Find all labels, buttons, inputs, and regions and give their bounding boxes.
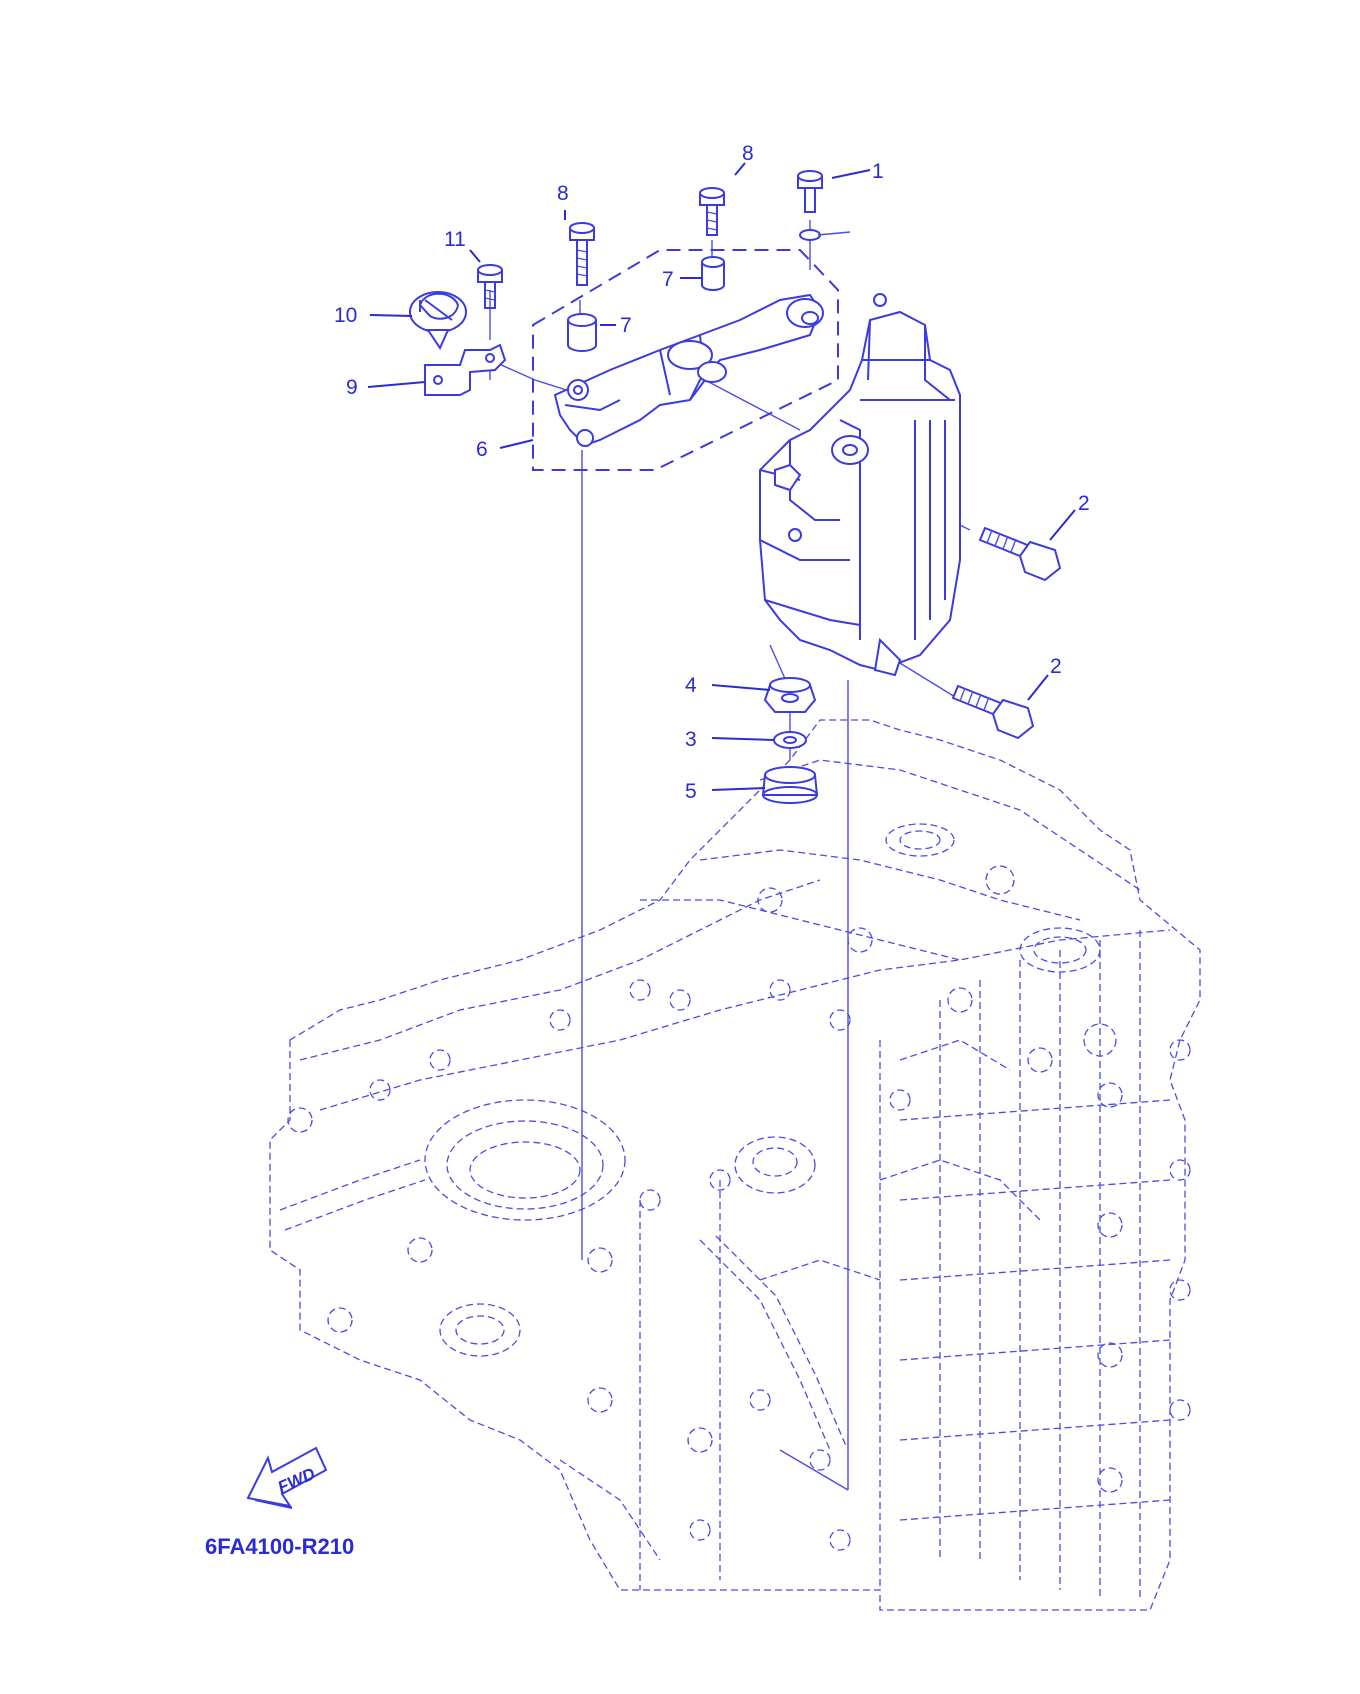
callout-6: 6 — [476, 438, 488, 461]
callout-11: 11 — [444, 228, 466, 251]
part-4-stopper — [763, 677, 817, 713]
assembly-box-6 — [532, 249, 839, 471]
fwd-arrow: FWD — [246, 1446, 328, 1509]
part-3-washer — [773, 731, 807, 749]
bolt-11 — [477, 264, 503, 309]
starter-bracket — [553, 293, 824, 447]
callout-5: 5 — [685, 780, 697, 803]
engine-block — [269, 719, 1201, 1611]
starter-motor — [759, 293, 961, 677]
callout-9: 9 — [346, 376, 358, 399]
callout-8-right: 8 — [742, 142, 754, 165]
callout-2-upper: 2 — [1078, 492, 1090, 515]
callout-10: 10 — [334, 304, 357, 327]
callout-labels: 1 2 2 3 4 5 6 7 7 8 8 9 10 11 — [334, 142, 1090, 803]
callout-3: 3 — [685, 728, 697, 751]
collar-7-left — [567, 313, 597, 352]
collar-7-right — [701, 256, 725, 291]
callout-7-right: 7 — [662, 268, 674, 291]
bolt-8-left — [569, 222, 595, 286]
bracket-9 — [424, 343, 507, 396]
callout-4: 4 — [685, 674, 697, 697]
part-10-holder — [409, 291, 467, 351]
bolt-2-upper — [978, 526, 1062, 582]
callout-2-lower: 2 — [1050, 655, 1062, 678]
bolt-1 — [797, 170, 851, 241]
part-5-clip — [761, 766, 819, 804]
bolt-2-lower — [951, 684, 1035, 740]
diagram-code: 6FA4100-R210 — [205, 1534, 354, 1559]
callout-7-left: 7 — [620, 314, 632, 337]
bolt-8-right — [699, 187, 725, 236]
callout-1: 1 — [872, 160, 884, 183]
callout-8-left: 8 — [557, 182, 569, 205]
leader-lines — [367, 162, 1076, 791]
